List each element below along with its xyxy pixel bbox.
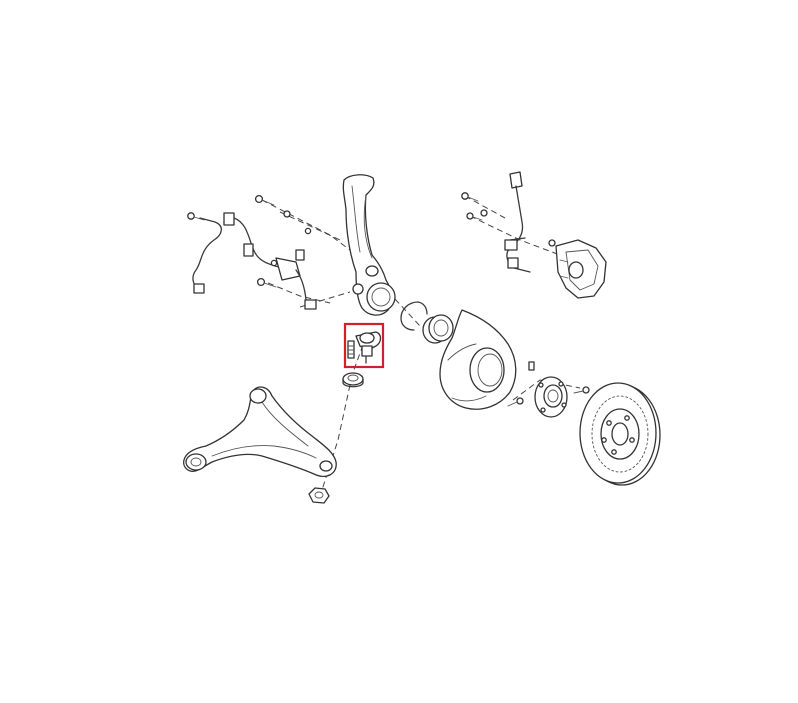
bolt-icon — [256, 277, 277, 288]
brake-dust-shield — [439, 309, 517, 410]
hose-fitting — [509, 171, 523, 189]
hose-clip — [507, 257, 519, 269]
hub-bolt — [573, 386, 590, 394]
brake-disc-rotor — [579, 382, 661, 486]
bolt-icon — [466, 212, 483, 221]
sensor-connector-end — [193, 283, 205, 294]
ball-joint-bolt — [347, 340, 355, 359]
wheel-hub — [534, 376, 568, 418]
ball-joint-dust-seal — [342, 372, 364, 388]
knuckle-bearing-bore — [366, 282, 396, 312]
castle-nut — [308, 487, 330, 504]
nut-icon — [270, 259, 278, 267]
abs-sensor-harness — [192, 212, 317, 310]
highlight-box — [343, 322, 385, 369]
bolt-icon — [461, 192, 479, 202]
washer-icon — [480, 209, 488, 217]
snap-ring — [400, 301, 428, 331]
harness-bolts — [187, 194, 312, 288]
lower-control-arm — [183, 386, 337, 477]
bolt-icon — [548, 239, 556, 247]
ball-joint — [347, 331, 382, 364]
knuckle-mount-hole — [352, 283, 364, 295]
brake-hose — [504, 171, 531, 273]
sensor-head — [304, 299, 317, 310]
hose-bracket — [504, 239, 518, 251]
harness-grommet — [295, 249, 305, 261]
bolt-icon — [304, 227, 312, 235]
bolt-icon — [254, 194, 275, 206]
control-arm-ball-joint-hole — [319, 460, 333, 472]
control-arm-front-bushing — [249, 388, 267, 404]
shield-bolt — [507, 397, 524, 407]
brake-caliper — [555, 239, 607, 299]
nut-icon — [283, 210, 291, 218]
bolt-icon — [187, 212, 205, 221]
hub-stud — [528, 361, 535, 371]
harness-clip-upper — [223, 212, 235, 226]
knuckle-pivot-boss — [365, 265, 379, 277]
rotor-center-bore — [611, 422, 629, 446]
caliper-piston — [568, 261, 584, 279]
wheel-bearing — [422, 314, 454, 344]
caliper-bolts — [461, 192, 556, 247]
control-arm-rear-bushing — [185, 453, 207, 471]
harness-clip-middle — [243, 243, 254, 257]
sensor-bracket — [275, 257, 301, 281]
steering-knuckle — [342, 174, 396, 316]
